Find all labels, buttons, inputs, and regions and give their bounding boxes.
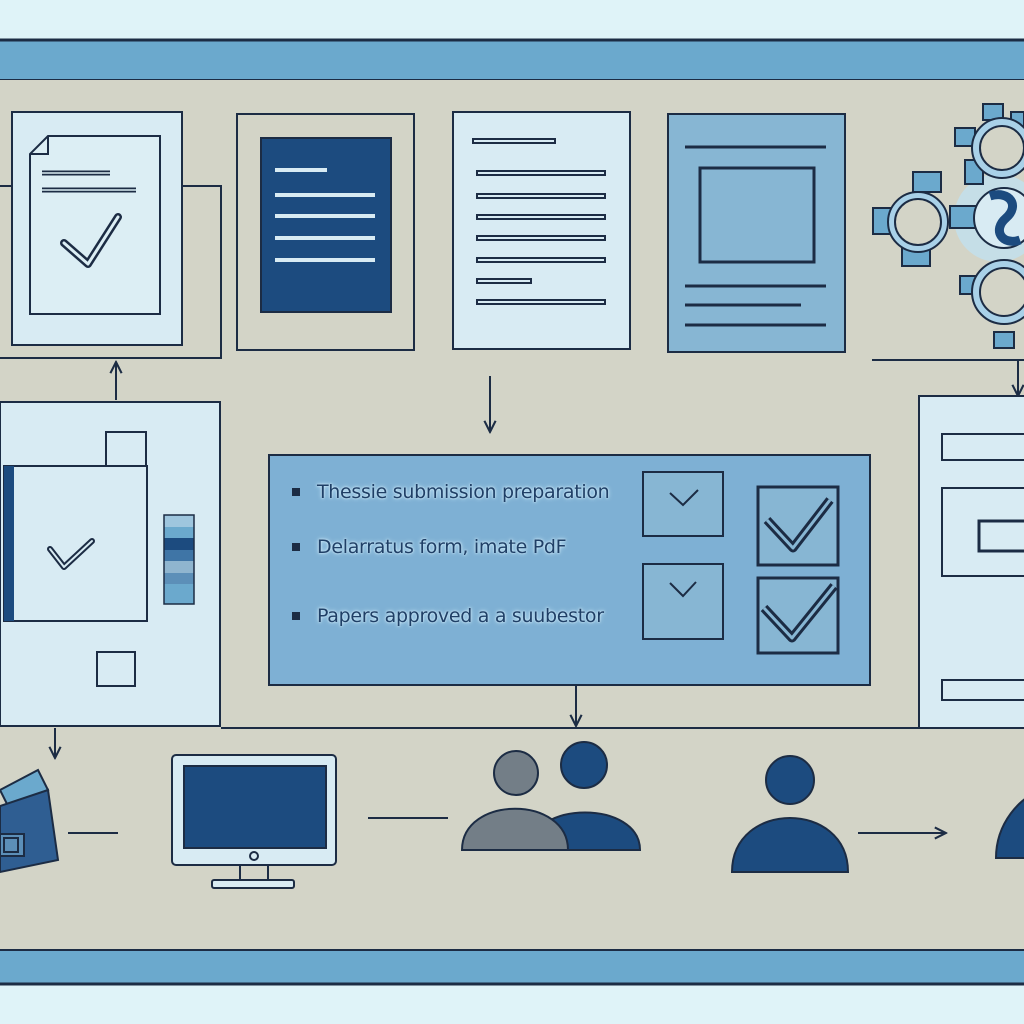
checklist-item-1: Thessie submission preparation — [292, 481, 610, 503]
monitor-icon — [171, 754, 337, 889]
person-partial-icon — [994, 798, 1024, 859]
document-lines-icon — [452, 111, 631, 350]
checklist-item-label: Papers approved a a suubestor — [317, 605, 604, 627]
box-icon — [0, 768, 60, 874]
form-right-icon — [918, 395, 1024, 729]
frame-bottom-band — [0, 949, 1024, 986]
document-check-icon — [11, 111, 183, 346]
flow-arrows — [55, 360, 1018, 833]
bullet-icon — [292, 612, 300, 620]
bullet-icon — [292, 543, 300, 551]
gears-icon — [872, 103, 1024, 349]
checklist-item-label: Delarratus form, imate PdF — [317, 536, 567, 558]
person-icon — [730, 755, 850, 873]
form-check-icon — [0, 401, 221, 727]
checklist-item-3: Papers approved a a suubestor — [292, 605, 604, 627]
checklist-item-2: Delarratus form, imate PdF — [292, 536, 567, 558]
document-window-icon — [667, 113, 846, 353]
checklist-panel-bg — [268, 454, 871, 686]
checklist-item-label: Thessie submission preparation — [317, 481, 610, 503]
document-navy-icon — [236, 113, 415, 351]
frame-top-band — [0, 38, 1024, 81]
color-swatch-strip — [163, 514, 195, 605]
people-pair-icon — [460, 741, 642, 851]
bullet-icon — [292, 488, 300, 496]
